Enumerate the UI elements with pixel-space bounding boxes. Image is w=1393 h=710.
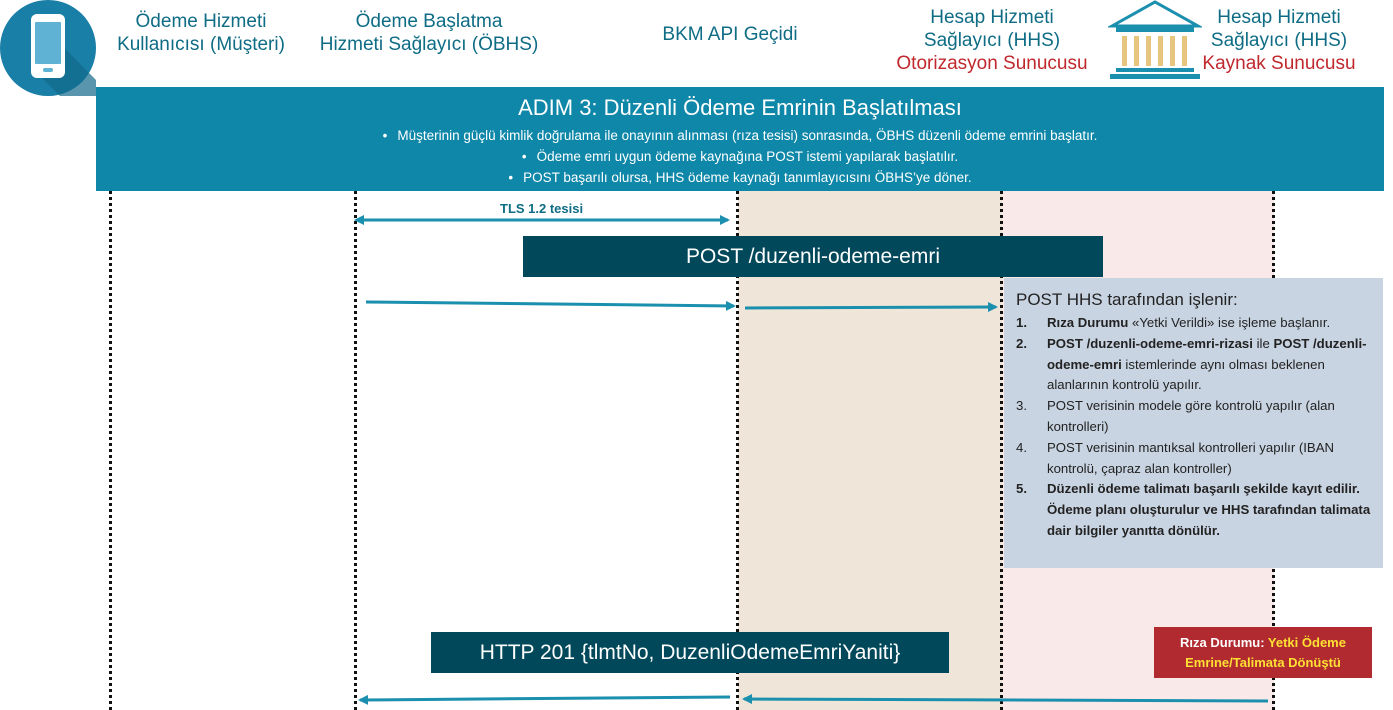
step-bullets: Müşterinin güçlü kimlik doğrulama ile on…: [96, 125, 1384, 188]
bank-icon: [1108, 0, 1202, 79]
step-title: ADIM 3: Düzenli Ödeme Emrinin Başlatılma…: [518, 95, 962, 120]
smartphone-icon: [0, 0, 96, 96]
request-box: POST /duzenli-odeme-emri: [523, 236, 1103, 277]
processing-step: 5.Düzenli ödeme talimatı başarılı şekild…: [1016, 481, 1371, 538]
lane-bkm-api: [738, 191, 1002, 710]
response-arrow-bkm-obhs: [358, 694, 731, 705]
consent-status-label: Rıza Durumu:: [1180, 634, 1265, 650]
step-banner: ADIM 3: Düzenli Ödeme Emrinin Başlatılma…: [96, 87, 1384, 191]
tls-label: TLS 1.2 tesisi: [500, 201, 584, 216]
lifeline-hhs-auth: [1000, 191, 1003, 710]
processing-step: 2.POST /duzenli-odeme-emri-rizasi ile PO…: [1016, 335, 1367, 393]
step-bullet: Müşterinin güçlü kimlik doğrulama ile on…: [96, 125, 1384, 146]
processing-step: 1.Rıza Durumu «Yetki Verildi» ise işleme…: [1016, 315, 1331, 330]
processing-step: 4.POST verisinin mantıksal kontrolleri y…: [1016, 439, 1335, 476]
response-arrow-hhs-bkm: [742, 694, 1269, 705]
lifeline-bkm: [736, 191, 739, 710]
request-arrow-bkm-hhs: [744, 302, 998, 313]
processing-steps: 1.Rıza Durumu «Yetki Verildi» ise işleme…: [1004, 313, 1383, 542]
request-arrow-obhs-bkm: [365, 300, 736, 311]
step-bullet: Ödeme emri uygun ödeme kaynağına POST is…: [96, 146, 1384, 167]
actor-obhs: Ödeme Başlatma Hizmeti Sağlayıcı (ÖBHS): [319, 11, 539, 55]
actor-hhs-authorization-server: Hesap Hizmeti Sağlayıcı (HHS) Otorizasyo…: [896, 7, 1088, 74]
request-label: POST /duzenli-odeme-emri: [685, 244, 941, 268]
actor-hhs-resource-server: Hesap Hizmeti Sağlayıcı (HHS) Kaynak Sun…: [1202, 7, 1356, 74]
processing-box: POST HHS tarafından işlenir: 1.Rıza Duru…: [1004, 278, 1383, 568]
actor-bkm-api-gateway: BKM API Geçidi: [662, 24, 798, 45]
lifeline-obhs: [354, 191, 357, 710]
response-label: HTTP 201 {tlmtNo, DuzenliOdemeEmriYaniti…: [479, 640, 901, 664]
processing-heading: POST HHS tarafından işlenir:: [1016, 290, 1238, 309]
step-bullet: POST başarılı olursa, HHS ödeme kaynağı …: [96, 167, 1384, 188]
response-box: HTTP 201 {tlmtNo, DuzenliOdemeEmriYaniti…: [431, 632, 949, 673]
lifeline-customer: [109, 191, 112, 710]
actor-customer: Ödeme Hizmeti Kullanıcısı (Müşteri): [117, 11, 285, 55]
consent-status-value: Yetki Ödeme Emrine/Talimata Dönüştü: [1185, 634, 1346, 670]
processing-step: 3.POST verisinin modele göre kontrolü ya…: [1016, 398, 1335, 434]
consent-status-badge: Rıza Durumu: Yetki Ödeme Emrine/Talimata…: [1154, 627, 1372, 678]
